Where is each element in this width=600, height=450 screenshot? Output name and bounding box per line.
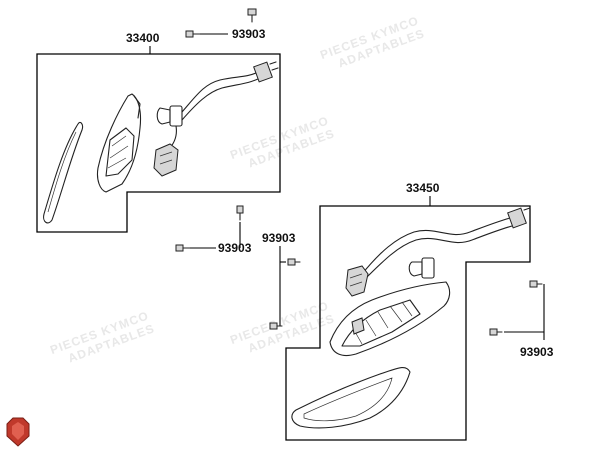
label-33400: 33400 bbox=[126, 31, 160, 45]
screw-icon bbox=[175, 244, 191, 252]
wire-right-1 bbox=[361, 217, 511, 275]
brand-badge-icon bbox=[6, 417, 30, 447]
label-93903-top: 93903 bbox=[232, 27, 266, 41]
screw-icon bbox=[247, 8, 257, 23]
screw-icon bbox=[287, 258, 301, 266]
housing-left bbox=[96, 93, 142, 193]
label-93903-bottom-right: 93903 bbox=[520, 345, 554, 359]
lens-strip-right bbox=[291, 366, 411, 429]
wire-left-1 bbox=[181, 71, 259, 113]
connector-left bbox=[253, 61, 273, 83]
screw-icon bbox=[489, 328, 503, 336]
label-93903-mid-left: 93903 bbox=[218, 241, 252, 255]
housing-right bbox=[329, 281, 451, 357]
screw-icon bbox=[529, 280, 543, 288]
bulb-left bbox=[156, 107, 171, 125]
screw-icon bbox=[236, 205, 244, 221]
label-33450: 33450 bbox=[406, 181, 440, 195]
bulb-right bbox=[408, 261, 423, 277]
wire-left-2 bbox=[181, 77, 261, 121]
screw-group-top: 93903 bbox=[185, 8, 266, 41]
assembly-33400: 33400 bbox=[36, 31, 281, 233]
socket-left bbox=[153, 143, 179, 177]
assembly-33450: 33450 bbox=[285, 181, 531, 441]
wire-right-2 bbox=[361, 225, 513, 283]
frame-33450 bbox=[285, 205, 531, 441]
socket-right bbox=[345, 265, 369, 297]
frame-33400 bbox=[36, 53, 281, 233]
screw-group-mid-center: 93903 bbox=[262, 231, 301, 330]
connector-right bbox=[507, 207, 527, 229]
lens-strip-left bbox=[43, 121, 84, 224]
screw-icon bbox=[269, 322, 283, 330]
label-93903-mid-center: 93903 bbox=[262, 231, 296, 245]
screw-group-bottom-right: 93903 bbox=[489, 280, 554, 359]
screw-icon bbox=[185, 30, 201, 38]
screw-group-mid-left: 93903 bbox=[175, 205, 252, 255]
